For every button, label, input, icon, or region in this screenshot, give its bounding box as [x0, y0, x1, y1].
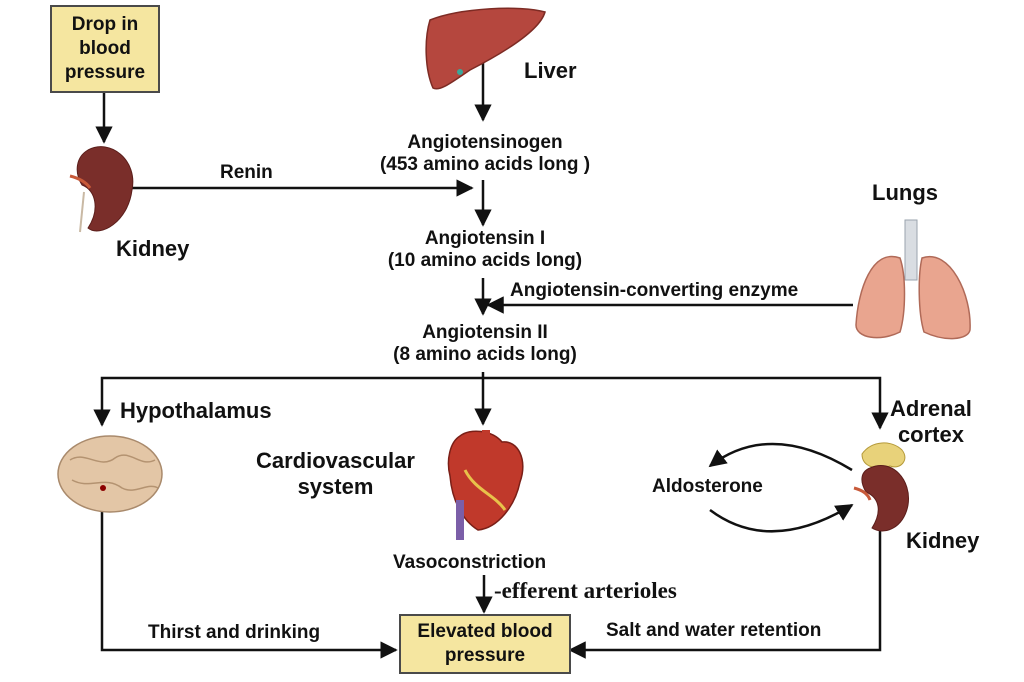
ace-label: Angiotensin-converting enzyme [510, 280, 799, 301]
arrow-salt [568, 520, 882, 659]
aldosterone-label: Aldosterone [652, 476, 763, 497]
box-line: Drop in [71, 14, 139, 35]
cardiovascular-label: Cardiovascular system [256, 448, 415, 500]
label-line: Cardiovascular [256, 448, 415, 473]
angiotensin-2-label: Angiotensin II (8 amino acids long) [340, 322, 630, 366]
liver-label: Liver [524, 58, 577, 83]
label-line: cortex [897, 422, 964, 447]
aldosterone-arrow-top [708, 442, 853, 472]
kidney-bottom-label: Kidney [906, 528, 980, 553]
aldosterone-arrow-bottom [709, 503, 854, 533]
label-line: (453 amino acids long ) [379, 154, 591, 175]
thirst-label: Thirst and drinking [148, 622, 321, 643]
kidney-top-label: Kidney [116, 236, 190, 261]
label-line: Angiotensin I [424, 228, 546, 249]
box-line: Elevated blood [417, 621, 553, 642]
box-line: blood [79, 38, 131, 59]
kidney-top-icon [69, 146, 134, 233]
elevated-blood-pressure-box: Elevated blood pressure [399, 614, 571, 674]
label-line: (10 amino acids long) [387, 250, 583, 271]
adrenal-cortex-label: Adrenal cortex [890, 396, 972, 448]
brain-icon [57, 435, 163, 513]
adrenal-kidney-icon [853, 442, 909, 532]
label-line: Angiotensin II [422, 322, 548, 343]
angiotensin-1-label: Angiotensin I (10 amino acids long) [340, 228, 630, 272]
label-line: (8 amino acids long) [393, 344, 577, 365]
arrow-to-adrenal [483, 376, 889, 430]
arrow-thirst [100, 488, 398, 659]
vasoconstriction-label: Vasoconstriction [393, 552, 547, 573]
label-line: Adrenal [890, 396, 972, 421]
liver-icon [425, 7, 546, 90]
label-line: system [297, 474, 374, 499]
box-line: pressure [444, 645, 526, 666]
lungs-label: Lungs [872, 180, 938, 205]
label-line: Angiotensinogen [407, 132, 563, 153]
drop-in-blood-pressure-box: Drop in blood pressure [50, 5, 160, 93]
angiotensinogen-label: Angiotensinogen (453 amino acids long ) [340, 132, 630, 176]
box-line: pressure [64, 62, 146, 83]
lungs-icon [855, 219, 971, 340]
hypothalamus-label: Hypothalamus [120, 398, 272, 423]
arrow-to-hypothalamus [93, 376, 483, 427]
efferent-arterioles-label: -efferent arterioles [494, 578, 677, 603]
heart-icon [447, 430, 524, 540]
salt-water-label: Salt and water retention [606, 620, 822, 641]
renin-label: Renin [220, 162, 273, 183]
